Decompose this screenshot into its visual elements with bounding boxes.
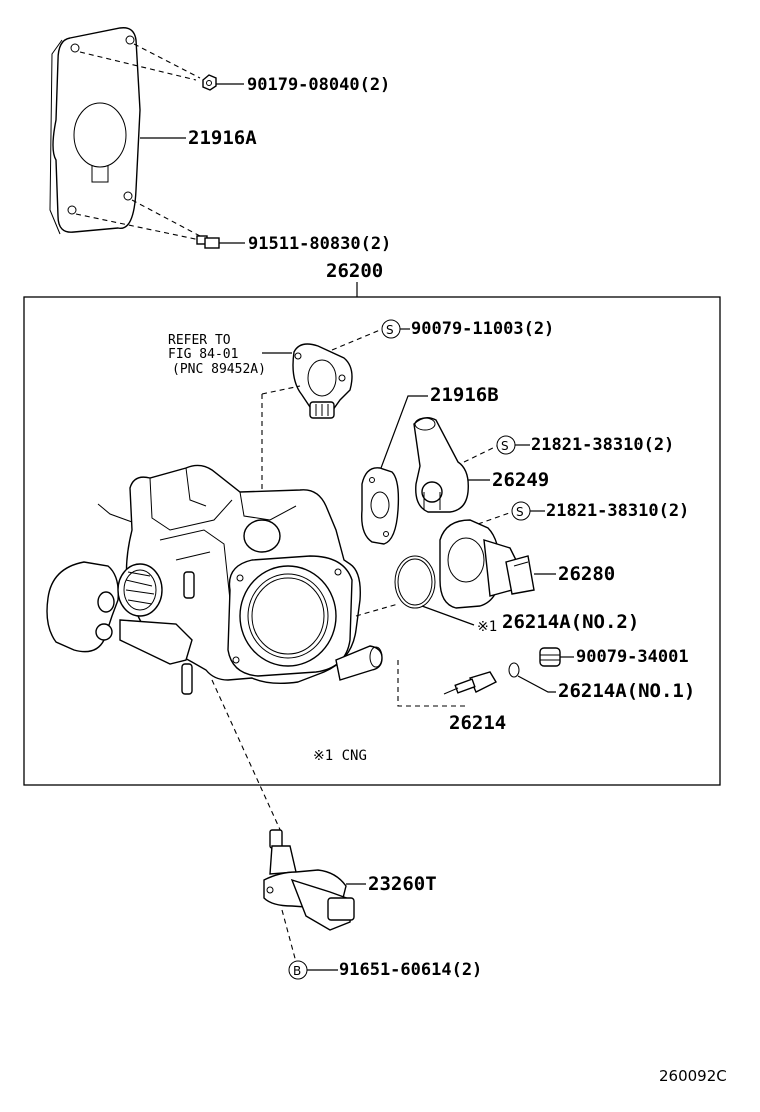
o-ring-no1-icon: [508, 662, 520, 678]
idle-air-control-valve-drawing: [439, 519, 535, 609]
label-91511-80830: 91511-80830(2): [248, 234, 391, 254]
label-21821-38310-b: 21821-38310(2): [546, 501, 689, 521]
refer-pnc-text: (PNC 89452A): [172, 362, 266, 377]
sensor-23260t-drawing: [263, 829, 355, 931]
label-23260t: 23260T: [368, 873, 437, 895]
label-21916a: 21916A: [188, 127, 257, 149]
sensor-26214-drawing: [443, 671, 497, 695]
label-21916b: 21916B: [430, 384, 499, 406]
diagram-code: 260092C: [659, 1067, 727, 1085]
label-90079-34001: 90079-34001: [576, 647, 689, 667]
label-91651-60614: 91651-60614(2): [339, 960, 482, 980]
svg-text:S: S: [386, 323, 394, 337]
cng-footnote: ※1 CNG: [313, 748, 367, 764]
assembly-box-26200: [23, 296, 721, 786]
label-26214a-no2: 26214A(NO.2): [502, 611, 639, 633]
label-90079-11003: 90079-11003(2): [411, 319, 554, 339]
label-90179-08040: 90179-08040(2): [247, 75, 390, 95]
gasket-21916a-drawing: [49, 27, 201, 241]
svg-text:S: S: [516, 505, 524, 519]
label-26249: 26249: [492, 469, 549, 491]
refer-fig-text: FIG 84-01: [168, 347, 238, 362]
label-26280: 26280: [558, 563, 615, 585]
bolt-icon: [196, 235, 220, 249]
plug-90079-34001-icon: [539, 647, 561, 667]
throttle-position-sensor-drawing: [292, 343, 353, 419]
label-cng-mark: ※1: [477, 619, 497, 635]
water-pipe-26249-drawing: [413, 417, 469, 513]
refer-to-text: REFER TO: [168, 333, 231, 348]
label-26214: 26214: [449, 712, 506, 734]
nut-icon: [202, 74, 217, 91]
svg-text:S: S: [501, 439, 509, 453]
gasket-21916b-drawing: [361, 467, 400, 545]
throttle-body-drawing: [46, 464, 383, 695]
svg-text:B: B: [293, 964, 301, 978]
label-26200: 26200: [326, 260, 383, 282]
label-26214a-no1: 26214A(NO.1): [558, 680, 695, 702]
o-ring-no2-icon: [394, 555, 436, 609]
label-21821-38310-a: 21821-38310(2): [531, 435, 674, 455]
